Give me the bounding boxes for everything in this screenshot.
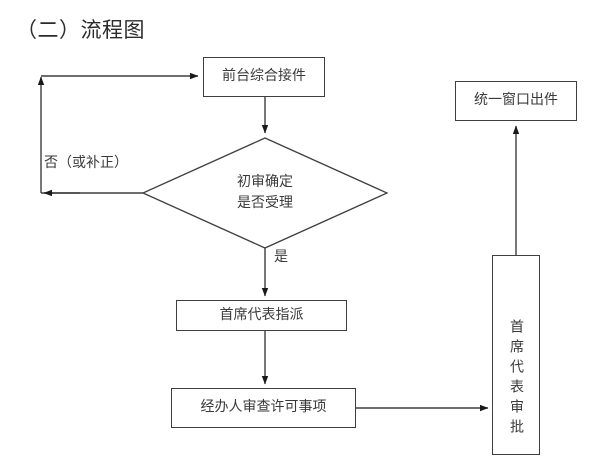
node-unified-window[interactable]: 统一窗口出件 xyxy=(455,81,577,121)
node-chief-assign-label: 首席代表指派 xyxy=(219,306,304,323)
node-front-desk-label: 前台综合接件 xyxy=(222,68,306,85)
node-officer-review-label: 经办人审查许可事项 xyxy=(200,399,327,416)
node-officer-review[interactable]: 经办人审查许可事项 xyxy=(171,388,356,428)
node-unified-window-label: 统一窗口出件 xyxy=(474,92,558,109)
decision-diamond xyxy=(141,137,389,249)
node-chief-approval-label: 首席代表审批 xyxy=(508,319,524,439)
edge-label-yes: 是 xyxy=(274,249,288,265)
node-front-desk[interactable]: 前台综合接件 xyxy=(203,57,325,97)
node-chief-assign[interactable]: 首席代表指派 xyxy=(176,300,347,331)
node-chief-approval[interactable]: 首席代表审批 xyxy=(492,255,540,455)
page-title: （二）流程图 xyxy=(16,18,145,42)
edge-label-no: 否（或补正） xyxy=(44,155,128,171)
